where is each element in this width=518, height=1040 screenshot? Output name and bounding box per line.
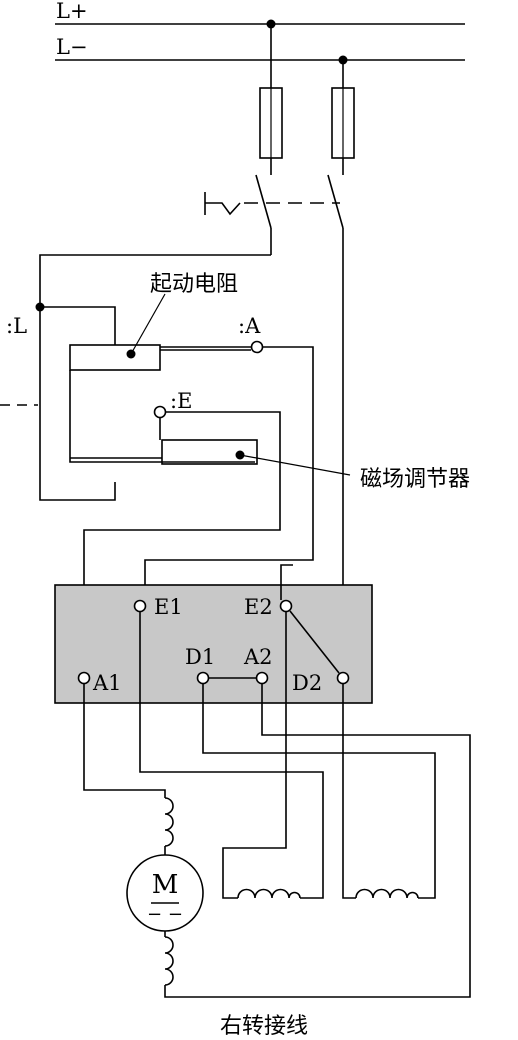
terminal-d1 — [196, 671, 210, 685]
fuses — [259, 24, 355, 175]
terminal-e-label: :E — [170, 389, 192, 413]
field-regulator-label: 磁场调节器 — [360, 467, 470, 492]
interpole-winding-top — [164, 797, 174, 847]
motor-symbol: M — [152, 870, 179, 900]
supply-bus: L+ L− — [55, 0, 465, 65]
e2-d2-link — [289, 610, 340, 674]
terminal-a2 — [255, 671, 269, 685]
interpole-winding-bottom — [164, 936, 174, 986]
starter-rheostat: :L 起动电阻 :A 磁场调节器 :E — [0, 254, 470, 672]
terminal-e2 — [279, 599, 293, 613]
caption: 右转接线 — [220, 1014, 308, 1039]
start-resistor — [69, 344, 161, 371]
terminal-e1 — [133, 599, 147, 613]
terminal-d2 — [336, 671, 350, 685]
terminal-box: E1 E2 A1 D1 A2 D2 — [54, 564, 373, 704]
switch-blade-positive — [255, 174, 272, 229]
switch-blade-negative — [327, 174, 344, 229]
negative-bus-label: L− — [56, 35, 88, 59]
terminal-e1-label: E1 — [154, 595, 183, 619]
terminal-d1-label: D1 — [185, 645, 215, 669]
start-resistor-label: 起动电阻 — [150, 272, 238, 297]
motor-wiring: M − − — [83, 612, 471, 998]
terminal-d2-label: D2 — [292, 671, 322, 695]
terminal-a — [250, 340, 264, 354]
terminal-a1 — [77, 671, 91, 685]
field-regulator — [161, 439, 258, 465]
positive-bus-label: L+ — [56, 0, 88, 23]
shunt-field-winding — [237, 888, 301, 899]
terminal-a2-label: A2 — [243, 645, 273, 669]
terminal-l-label: :L — [6, 314, 27, 338]
terminal-e — [153, 405, 167, 419]
terminal-box-panel — [54, 584, 373, 704]
series-field-winding — [355, 888, 419, 899]
terminal-l-junction — [35, 302, 45, 312]
dc-mark: − − — [147, 904, 183, 925]
terminal-a1-label: A1 — [92, 671, 122, 695]
terminal-e2-label: E2 — [244, 595, 273, 619]
terminal-a-label: :A — [238, 314, 261, 338]
